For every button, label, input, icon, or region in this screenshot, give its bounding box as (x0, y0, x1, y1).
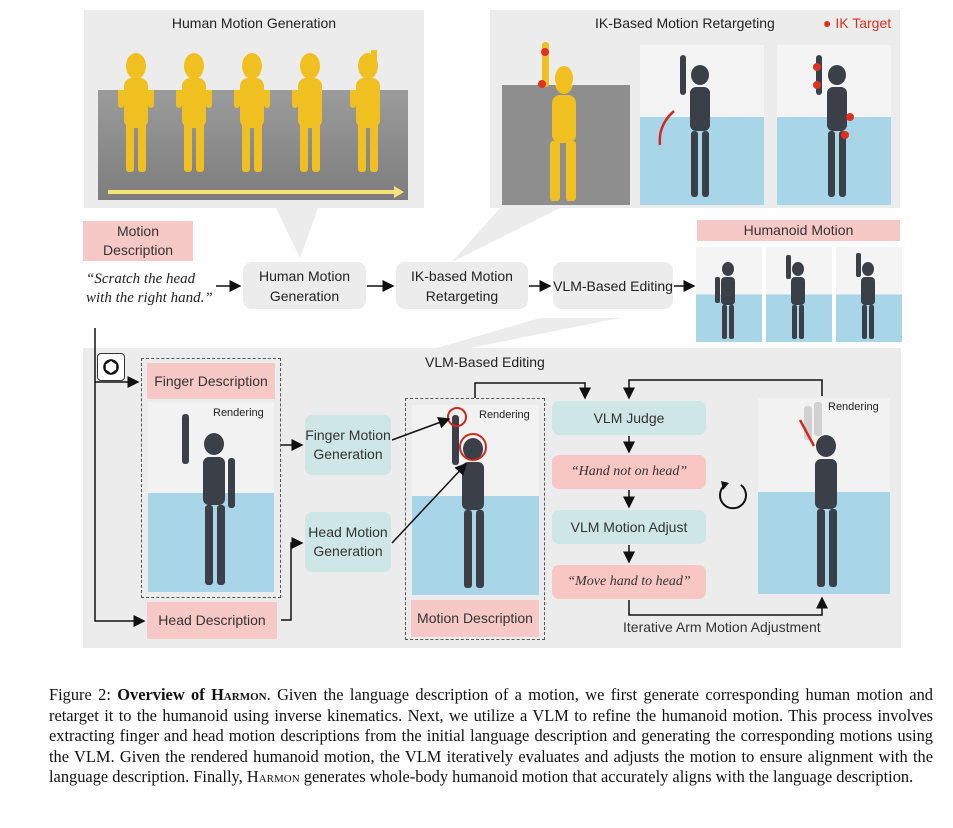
adjust-instruction-box: “Move hand to head” (552, 565, 706, 599)
caption-ending: generates whole-body humanoid motion tha… (299, 767, 914, 787)
finger-description-label: Finger Description (147, 363, 275, 399)
ik-retarget-panel: IK-Based Motion Retargeting ● IK Target (490, 10, 900, 208)
ik-retarget-panel-title: IK-Based Motion Retargeting (595, 15, 775, 31)
ik-target-legend: ● IK Target (823, 15, 891, 31)
human-motion-generation-box: Human Motion Generation (243, 262, 366, 309)
vlm-editing-box: VLM-Based Editing (553, 262, 673, 309)
head-highlight-icon (459, 433, 487, 461)
openai-logo-glyph (103, 359, 119, 375)
caption-prefix: Figure 2: (49, 685, 118, 704)
judge-feedback-box: “Hand not on head” (552, 455, 706, 489)
motion-rendering-robot (447, 407, 487, 588)
ik-human-arm (538, 42, 573, 90)
finger-rendering-label: Rendering (213, 407, 264, 419)
ik-target-dot-icon: ● (823, 15, 832, 31)
ik-human-figure (550, 85, 576, 201)
caption-name: Harmon (246, 767, 300, 787)
ik-target-hand-icon (541, 48, 549, 56)
humanoid-motion-label: Humanoid Motion (697, 220, 900, 241)
finger-motion-generation-box: Finger Motion Generation (305, 415, 391, 475)
final-rendering-robot (798, 402, 837, 587)
final-rendering-label: Rendering (828, 401, 879, 413)
motion-description-quote: “Scratch the head with the right hand.” (86, 271, 213, 306)
caption-body: . Given the language description of a mo… (49, 685, 933, 787)
caption-title: Overview of (117, 685, 212, 704)
ik-retargeting-box: IK-based Motion Retargeting (396, 262, 528, 309)
ik-target-legend-label: IK Target (835, 15, 892, 31)
head-motion-generation-box: Head Motion Generation (305, 512, 391, 572)
ik-human-render (502, 85, 630, 205)
human-figures-upper (124, 50, 380, 128)
iteration-cycle-icon (715, 477, 751, 518)
finger-rendering-robot (182, 414, 235, 585)
human-motion-panel: Human Motion Generation (84, 10, 424, 208)
humanoid-motion-robots (715, 253, 875, 339)
caption-title-name: Harmon (211, 685, 267, 704)
vlm-judge-box: VLM Judge (552, 401, 706, 435)
figure-caption: Figure 2: Overview of Harmon. Given the … (49, 685, 933, 788)
iteration-cycle-glyph (719, 481, 747, 510)
motion-description-label: Motion Description (83, 221, 193, 261)
head-description-label: Head Description (147, 602, 277, 639)
motion-rendering-label: Rendering (479, 409, 530, 421)
vlm-motion-adjust-box: VLM Motion Adjust (552, 510, 706, 544)
human-motion-panel-title: Human Motion Generation (171, 15, 337, 31)
ik-target-elbow-icon (538, 80, 546, 88)
openai-logo-icon (97, 353, 125, 381)
motion-description-bottom-label: Motion Description (411, 600, 539, 637)
iterative-adjustment-label: Iterative Arm Motion Adjustment (623, 619, 821, 635)
vlm-editing-panel-title: VLM-Based Editing (425, 354, 545, 370)
ik-robots-illustration (658, 55, 854, 197)
